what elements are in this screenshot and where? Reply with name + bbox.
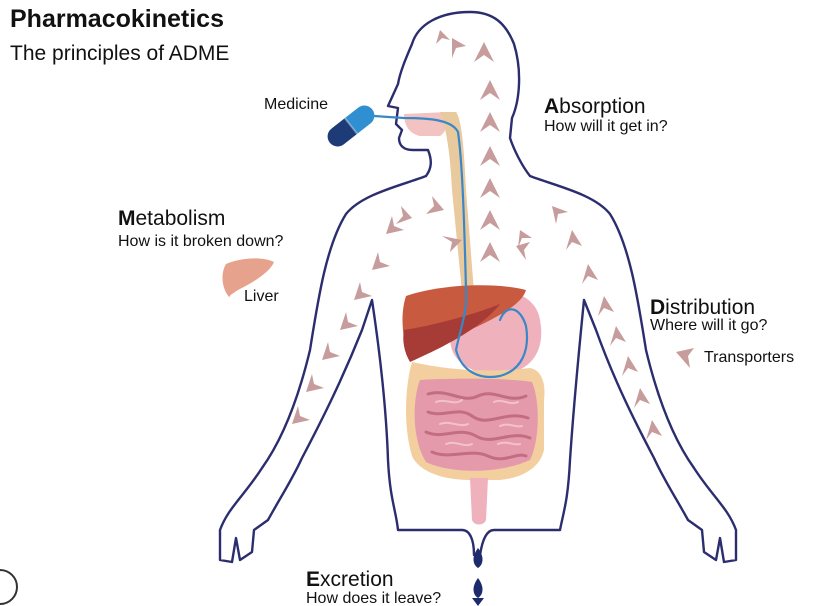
- metabolism-heading: Metabolism: [118, 207, 226, 230]
- medicine-label: Medicine: [264, 96, 329, 113]
- distribution-heading: Distribution: [650, 296, 756, 319]
- small-intestine: [414, 378, 538, 471]
- page-title: Pharmacokinetics: [10, 5, 224, 33]
- liver-icon: [222, 258, 274, 298]
- absorption-rest: bsorption: [559, 95, 646, 118]
- metabolism-question: How is it broken down?: [118, 233, 284, 250]
- page-subtitle: The principles of ADME: [10, 42, 230, 65]
- distribution-question: Where will it go?: [650, 317, 768, 334]
- drug-pathway: [372, 114, 528, 379]
- excretion-initial: E: [306, 568, 321, 591]
- esophagus: [440, 112, 474, 292]
- body-outline: [218, 10, 738, 564]
- excretion-rest: xcretion: [320, 568, 394, 591]
- absorption-heading: Absorption: [544, 95, 646, 118]
- rectum: [470, 478, 488, 525]
- liver: [402, 285, 526, 362]
- capsule-icon: [327, 105, 375, 147]
- distribution-arrows: [292, 30, 662, 440]
- liver-label: Liver: [244, 288, 279, 305]
- transporter-arrow-icon: [676, 348, 694, 368]
- excretion-question: How does it leave?: [306, 590, 442, 606]
- excretion-heading: Excretion: [306, 568, 394, 591]
- absorption-question: How will it get in?: [544, 118, 668, 135]
- edge-circle-fragment: [0, 569, 18, 605]
- distribution-initial: D: [650, 296, 666, 319]
- transporters-label: Transporters: [704, 349, 795, 366]
- absorption-initial: A: [544, 95, 560, 118]
- metabolism-initial: M: [118, 207, 136, 230]
- metabolism-rest: etabolism: [135, 207, 226, 230]
- down-arrow-icon: [472, 548, 484, 606]
- distribution-rest: istribution: [665, 296, 756, 319]
